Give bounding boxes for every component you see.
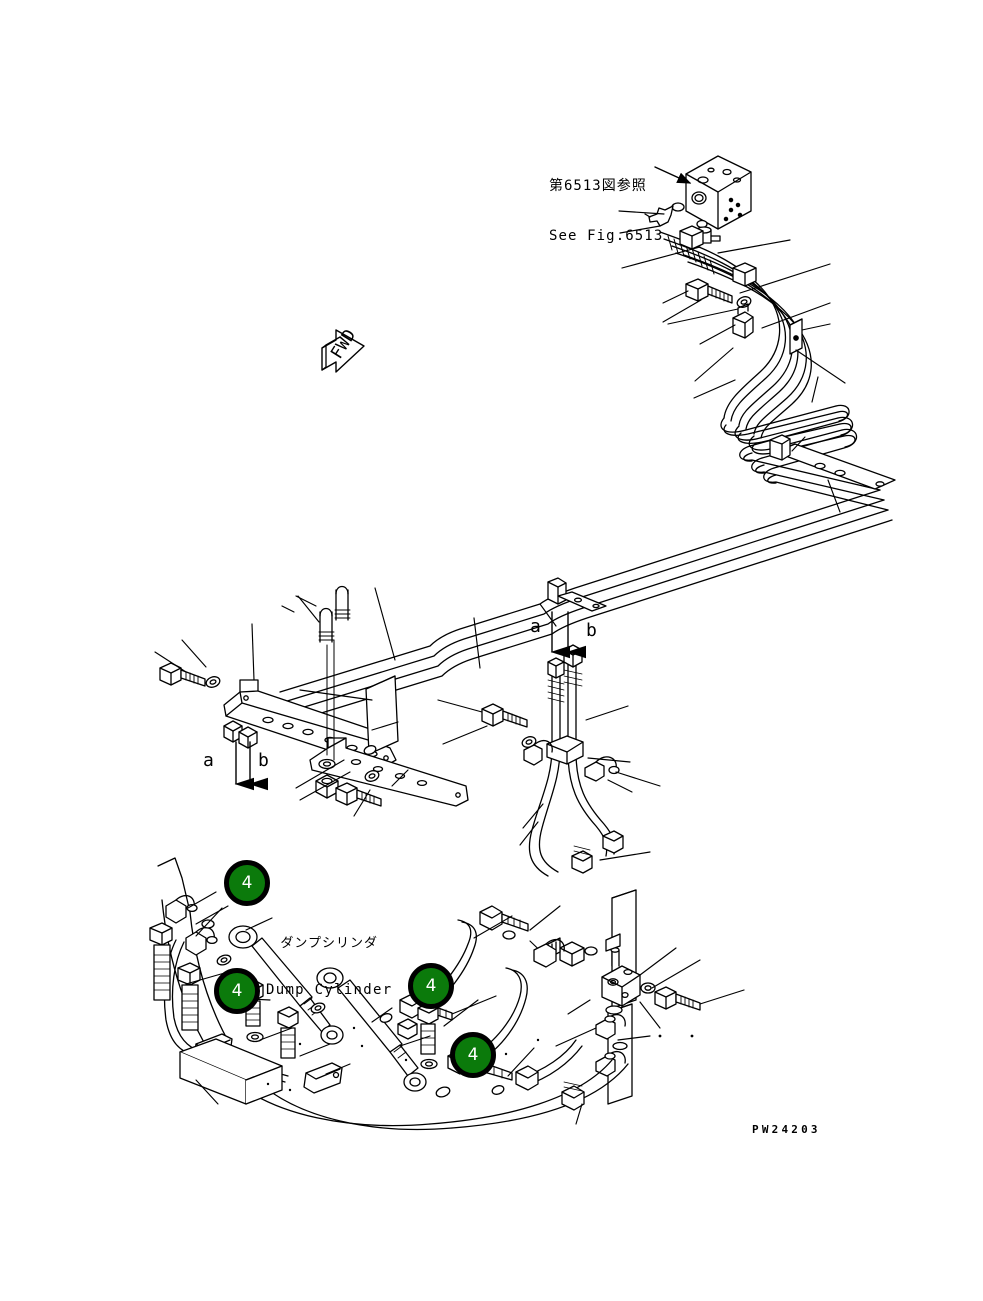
u-bolt-clamps	[318, 585, 351, 761]
section-marker-upper-b: b	[586, 620, 597, 641]
part-callout-4-c[interactable]: 4	[408, 963, 454, 1009]
dump-cylinder-right	[316, 967, 427, 1092]
tube-clamp-midrun	[547, 577, 607, 612]
hardware-bolt-group-top	[685, 278, 752, 308]
bracket-hardware	[159, 662, 382, 807]
misc-hardware-lower	[216, 905, 565, 1098]
section-arrows-upper	[550, 611, 587, 659]
tube-union-nut-2	[732, 262, 757, 287]
section-marker-upper-a: a	[530, 616, 541, 637]
hydraulic-hose-pair-vertical	[528, 644, 624, 877]
fitting-cluster-left-of-junction	[547, 937, 598, 967]
tube-mount-bracket-zigzag	[769, 434, 896, 490]
tube-clamp-upper	[732, 303, 754, 339]
part-callout-4-b[interactable]: 4	[214, 968, 260, 1014]
dump-cylinder-label-jp: ダンプシリンダ	[280, 935, 379, 951]
section-marker-lower-b: b	[258, 750, 269, 771]
leader-lines	[297, 210, 846, 669]
control-valve-block	[685, 155, 752, 230]
tube-mounting-bracket-plate	[223, 675, 469, 807]
dump-cylinder-label-en: Dump Cylinder	[266, 981, 393, 998]
figure-reference-note: 第6513図参照 See Fig.6513	[549, 145, 663, 277]
junction-block-assembly	[595, 889, 701, 1105]
dump-cylinder-left	[228, 925, 344, 1045]
figure-reference-arrow	[654, 166, 692, 184]
figure-reference-en: See Fig.6513	[549, 227, 664, 244]
fwd-direction-arrow	[321, 329, 365, 373]
dump-cylinder-label: ダンプシリンダ Dump Cylinder	[266, 905, 392, 1029]
section-arrows-lower	[234, 741, 269, 791]
leader-lines-bracket	[154, 595, 409, 817]
elbow-fittings-lower-left	[165, 894, 218, 956]
section-marker-lower-a: a	[203, 750, 214, 771]
figure-reference-jp: 第6513図参照	[549, 178, 647, 195]
hardware-left-of-hoses	[481, 703, 553, 766]
part-callout-4-d[interactable]: 4	[450, 1032, 496, 1078]
hose-guard-box	[179, 1038, 283, 1105]
tube-bracket-right	[789, 318, 803, 355]
part-callout-4-a[interactable]: 4	[224, 860, 270, 906]
hydraulic-tube-assembly-upper	[659, 225, 812, 439]
drawing-number: PW24203	[752, 1123, 821, 1136]
leader-lines-hoses	[437, 699, 661, 861]
tube-union-nut	[679, 225, 704, 250]
